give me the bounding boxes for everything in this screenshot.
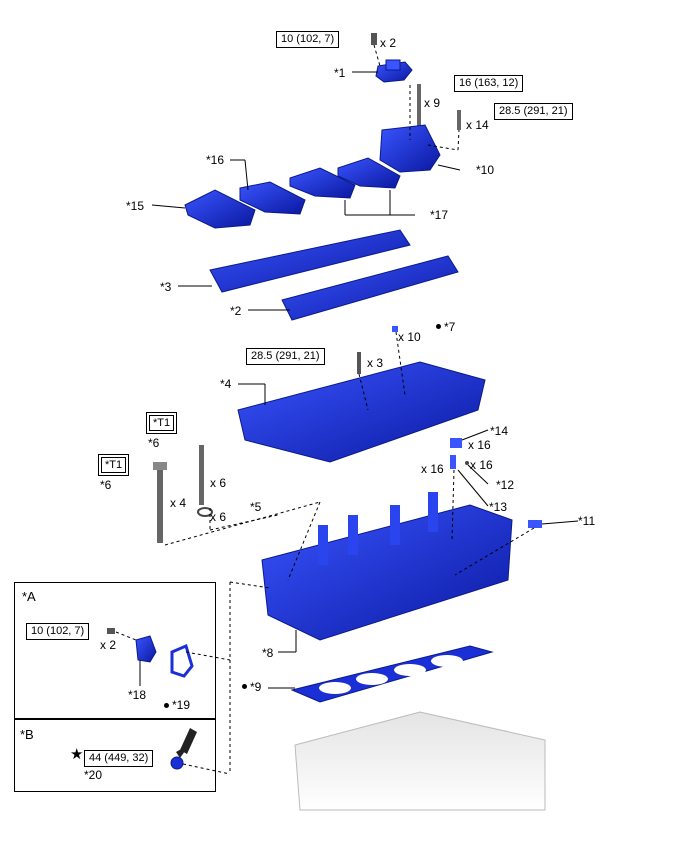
panel-a <box>14 582 216 720</box>
panel-b-label: *B <box>20 727 34 742</box>
torque-spec-4: 28.5 (291, 21) <box>246 348 325 365</box>
qty-label: x 6 <box>210 476 227 490</box>
star-icon: ★ <box>70 746 84 763</box>
bolt-top-icon <box>371 33 377 45</box>
panel-a-label: *A <box>22 589 36 604</box>
part-13-icon <box>450 455 456 469</box>
callout-17: *17 <box>430 208 449 222</box>
qty-label: x 2 <box>100 638 117 652</box>
qty-label: x 6 <box>210 510 227 524</box>
part-16 <box>239 181 306 215</box>
callout-15: *15 <box>126 199 145 213</box>
part-17 <box>289 157 401 199</box>
callout-20: *20 <box>84 768 103 782</box>
bolt-x4-head-icon <box>153 462 167 470</box>
cam-carrier-4 <box>237 361 486 463</box>
torque-spec-3: 28.5 (291, 21) <box>494 103 573 120</box>
qty-label: x 14 <box>466 118 489 132</box>
bolt-x4-icon <box>157 465 163 543</box>
panel-b <box>14 718 216 792</box>
callout-3: *3 <box>160 280 172 294</box>
tool-t1-b: *T1 <box>98 454 130 476</box>
callout-1: *1 <box>334 66 346 80</box>
part-7-icon <box>392 326 398 332</box>
tool-t1-a-label: *T1 <box>149 415 175 431</box>
callout-14: *14 <box>490 424 509 438</box>
arrow-icon <box>176 728 197 758</box>
qty-label: x 4 <box>170 496 187 510</box>
part-12-icon <box>465 461 469 465</box>
gasket-9 <box>290 645 494 703</box>
callout-12: *12 <box>496 478 515 492</box>
callout-10: *10 <box>476 163 495 177</box>
camshaft-3 <box>209 229 411 293</box>
part-10 <box>379 124 441 173</box>
dashed-lines <box>115 44 535 775</box>
non-reusable-dot-icon <box>436 324 441 329</box>
callout-18: *18 <box>128 688 147 702</box>
bolt-x3-icon <box>357 352 361 374</box>
qty-label: x 16 <box>468 438 491 452</box>
callout-16: *16 <box>206 153 225 167</box>
tool-t1-a: *T1 <box>146 412 178 434</box>
non-reusable-dot-icon <box>164 703 169 708</box>
part-18 <box>135 635 157 663</box>
bolt-x6-icon <box>199 445 204 505</box>
part-15 <box>184 189 256 229</box>
part-11-icon <box>528 520 542 528</box>
camshaft-2 <box>281 255 459 321</box>
callout-8: *8 <box>262 646 274 660</box>
callout-19: *19 <box>172 698 191 712</box>
qty-label: x 10 <box>398 330 421 344</box>
bolt-x14-icon <box>457 110 461 130</box>
qty-label: x 3 <box>367 356 384 370</box>
qty-label: x 16 <box>470 458 493 472</box>
qty-label: x 2 <box>380 36 397 50</box>
washer-5-icon <box>197 507 213 517</box>
cylinder-head-8 <box>261 492 513 641</box>
qty-label: x 9 <box>424 96 441 110</box>
gasket-19 <box>170 643 194 678</box>
torque-spec-5: 10 (102, 7) <box>26 623 90 640</box>
bolt-x9-icon <box>417 84 421 144</box>
torque-spec-2: 16 (163, 12) <box>454 75 524 92</box>
gasket-holes <box>319 655 463 694</box>
callout-6: *6 <box>100 478 112 492</box>
leader-lines <box>139 71 579 689</box>
torque-spec-1: 10 (102, 7) <box>276 31 340 48</box>
plug-20 <box>170 756 184 770</box>
non-reusable-dot-icon <box>242 684 247 689</box>
part-14-icon <box>450 438 462 448</box>
callout-2: *2 <box>230 304 242 318</box>
bolt-panel-icon <box>107 628 115 634</box>
callout-13: *13 <box>489 500 508 514</box>
tool-t1-b-label: *T1 <box>101 457 127 473</box>
callout-7: *7 <box>444 320 456 334</box>
callout-6: *6 <box>148 436 160 450</box>
part-1 <box>375 59 413 83</box>
torque-spec-6: 44 (449, 32) <box>84 750 154 767</box>
qty-label: x 16 <box>421 462 444 476</box>
callout-11: *11 <box>578 514 596 528</box>
callout-9: *9 <box>250 680 262 694</box>
callout-5: *5 <box>250 500 262 514</box>
callout-4: *4 <box>220 377 232 391</box>
engine-block <box>294 711 546 811</box>
